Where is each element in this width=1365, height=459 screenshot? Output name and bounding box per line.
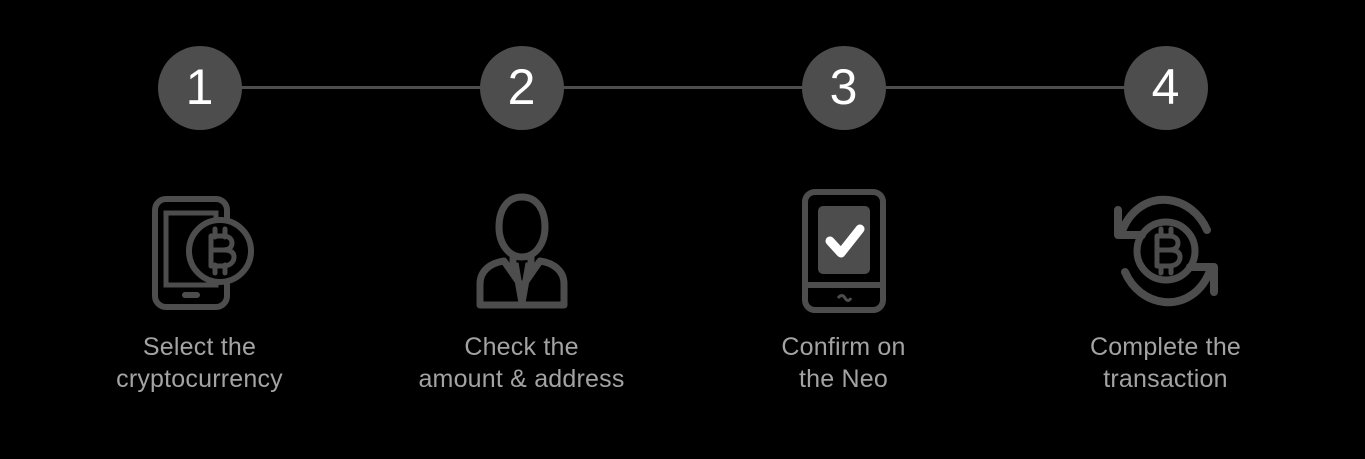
step-4-number-badge[interactable]: 4	[1123, 46, 1208, 130]
step-2[interactable]: 2 Check the amount & address	[414, 0, 629, 395]
step-3[interactable]: 3 Confirm on the Neo	[736, 0, 951, 395]
step-3-caption-line-1: Confirm on	[781, 333, 906, 361]
step-2-caption-line-2: amount & address	[418, 365, 625, 393]
step-1-caption: Select the cryptocurrency	[116, 331, 283, 395]
progress-connector-line	[203, 86, 1170, 89]
phone-bitcoin-icon	[151, 195, 254, 310]
step-2-caption: Check the amount & address	[418, 331, 624, 395]
bitcoin-exchange-arrows-icon	[1113, 195, 1218, 306]
step-1-number: 1	[185, 59, 214, 115]
step-2-number: 2	[507, 59, 536, 115]
step-3-caption: Confirm on the Neo	[781, 331, 905, 395]
step-1[interactable]: 1 Select the	[92, 0, 307, 395]
step-4-caption-line-1: Complete the	[1089, 333, 1242, 361]
person-suit-icon	[476, 192, 567, 308]
step-3-icon-slot	[779, 188, 909, 313]
step-2-icon-slot	[457, 188, 587, 313]
step-1-icon-slot	[135, 188, 265, 313]
hardware-wallet-check-icon	[801, 188, 886, 313]
step-2-number-badge[interactable]: 2	[479, 46, 564, 130]
step-4[interactable]: 4 Comp	[1058, 0, 1273, 395]
step-3-number: 3	[829, 59, 858, 115]
step-3-number-badge[interactable]: 3	[801, 46, 886, 130]
step-1-number-badge[interactable]: 1	[157, 46, 242, 130]
step-4-number: 4	[1151, 59, 1180, 115]
step-4-icon-slot	[1101, 188, 1231, 313]
step-4-caption-line-2: transaction	[1103, 365, 1228, 393]
step-4-caption: Complete the transaction	[1090, 331, 1241, 395]
step-2-caption-line-1: Check the	[464, 333, 579, 361]
step-1-caption-line-2: cryptocurrency	[116, 365, 283, 393]
step-1-caption-line-1: Select the	[142, 333, 257, 361]
step-3-caption-line-2: the Neo	[799, 365, 888, 393]
